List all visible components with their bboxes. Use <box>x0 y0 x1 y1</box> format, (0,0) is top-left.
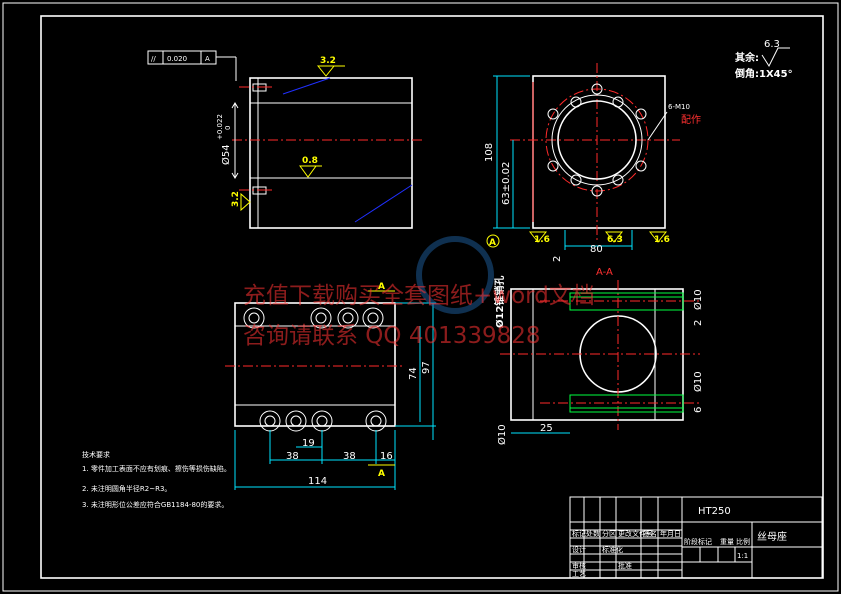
section-mark-bottom: A <box>378 469 385 479</box>
dim-d10-bottom: Ø10 <box>692 371 704 392</box>
tech-notes-title: 技术要求 <box>82 450 110 459</box>
front-view: 6-M10 配作 108 63±0.02 80 2 A 1.6 6.3 1.6 <box>484 63 701 262</box>
dim-38a: 38 <box>286 451 299 462</box>
section-mark-top: A <box>378 282 385 292</box>
tech-note-1: 1. 零件加工表面不应有划痕、擦伤等损伤缺陷。 <box>82 464 231 473</box>
tb-count: 处数 <box>586 529 600 538</box>
roughness-top: 3.2 <box>320 56 336 66</box>
assembly-note: 配作 <box>681 114 701 126</box>
watermark-logo-icon <box>416 236 494 314</box>
hole-note: 6-M10 <box>668 103 690 111</box>
dim-19: 19 <box>302 438 315 449</box>
title-block: HT250 丝母座 标记 处数 分区 更改文件号 签名 年月日 设计 审核 工艺… <box>569 496 823 579</box>
tb-date: 年月日 <box>660 529 681 538</box>
roughness-right: 1.6 <box>654 235 670 245</box>
tb-approve: 批准 <box>618 561 632 570</box>
chamfer-note: 倒角:1X45° <box>734 67 793 80</box>
dim-16: 16 <box>380 451 393 462</box>
roughness-mid: 0.8 <box>302 156 318 166</box>
tech-note-2: 2. 未注明圆角半径R2~R3。 <box>82 484 171 493</box>
dim-d10-left: Ø10 <box>496 424 508 445</box>
dim-74: 74 <box>408 367 419 380</box>
tb-mark: 标记 <box>572 529 586 538</box>
roughness-left: 3.2 <box>231 191 241 207</box>
watermark: 充值下载购买全套图纸+word文档 咨询请联系 QQ 401339828 <box>243 236 595 349</box>
roughness-icon <box>240 192 251 212</box>
pin-hole-note: Ø12锥销孔 <box>493 276 506 328</box>
dim-small: 2 <box>552 256 563 262</box>
front-view-body <box>532 75 666 229</box>
roughness-left: 1.6 <box>534 235 550 245</box>
material: HT250 <box>698 506 731 517</box>
diameter-tol: +0.022 <box>216 114 224 140</box>
tb-scale-value: 1:1 <box>737 552 748 560</box>
inner-border <box>40 15 824 579</box>
tb-standard: 标准化 <box>602 545 623 554</box>
diameter-tol-low: 0 <box>224 126 232 130</box>
tb-zone: 分区 <box>602 529 616 538</box>
tb-sign: 签名 <box>643 529 657 538</box>
dim-6: 6 <box>693 407 704 413</box>
tb-scale: 比例 <box>736 537 750 546</box>
tech-note-3: 3. 未注明形位公差应符合GB1184-80的要求。 <box>82 500 228 509</box>
diameter-dim: Ø54 <box>220 144 232 165</box>
datum-a: A <box>489 238 496 248</box>
bore-circle <box>557 100 637 180</box>
threaded-hole-top <box>569 292 684 311</box>
parallel-symbol: // <box>151 55 156 63</box>
tolerance-datum: A <box>205 55 210 63</box>
tb-change: 更改文件号 <box>618 529 653 538</box>
dim-25: 25 <box>540 423 553 434</box>
watermark-line1: 充值下载购买全套图纸+word文档 <box>243 283 595 309</box>
roughness-value: 6.3 <box>764 39 780 50</box>
dim-center: 63±0.02 <box>501 162 512 205</box>
dim-2: 2 <box>693 320 704 326</box>
roughness-icon <box>299 165 317 178</box>
roughness-label: 其余: <box>735 51 759 64</box>
watermark-line2: 咨询请联系 QQ 401339828 <box>243 323 541 349</box>
bottom-view-body <box>234 302 396 427</box>
dim-width: 80 <box>590 244 603 255</box>
roughness-icon <box>316 65 336 77</box>
top-view: // 0.020 A Ø54 +0.022 0 3.2 0.8 <box>147 50 425 229</box>
roughness-icon <box>604 231 624 243</box>
tb-weight: 重量 <box>720 538 734 546</box>
tolerance-value: 0.020 <box>167 55 187 63</box>
dim-38b: 38 <box>343 451 356 462</box>
tb-review: 审核 <box>572 561 586 570</box>
tb-design: 设计 <box>572 545 586 554</box>
threaded-hole-bottom <box>569 394 684 413</box>
part-name: 丝母座 <box>757 530 787 543</box>
roughness-icon <box>528 231 548 243</box>
section-title: A-A <box>596 267 613 278</box>
section-view: A-A Ø12锥销孔 Ø10 2 Ø10 6 25 Ø10 <box>493 267 704 445</box>
tb-stage: 阶段标记 <box>684 537 712 546</box>
tech-notes: 技术要求 1. 零件加工表面不应有划痕、擦伤等损伤缺陷。 2. 未注明圆角半径R… <box>82 450 231 509</box>
roughness-icon <box>648 231 668 243</box>
bottom-view: 74 97 19 38 38 16 114 A A <box>225 282 436 490</box>
tb-process: 工艺 <box>572 570 586 578</box>
dim-d10-top: Ø10 <box>692 289 704 310</box>
top-view-body <box>249 77 413 229</box>
dim-114: 114 <box>308 476 327 487</box>
roughness-mid: 6.3 <box>607 235 623 245</box>
dim-97: 97 <box>421 361 432 374</box>
dim-height: 108 <box>484 143 495 162</box>
roughness-symbol-icon <box>761 47 790 68</box>
